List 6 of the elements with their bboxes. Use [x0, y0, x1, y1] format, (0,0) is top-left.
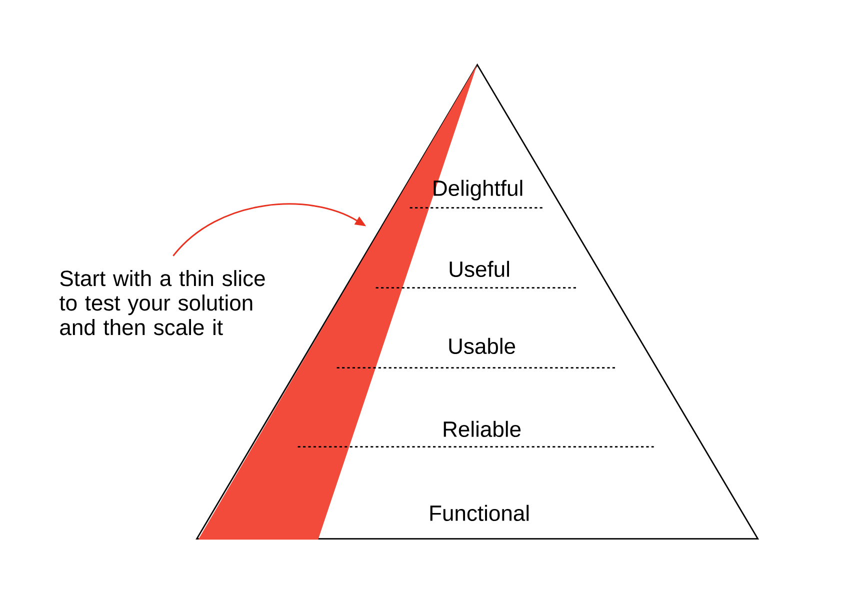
level-label: Delightful: [434, 180, 522, 200]
level-label: Useful: [450, 260, 509, 278]
annotation-text: Start with a thin slice to test your solution and then scale it: [60, 270, 265, 336]
level-label: Reliable: [444, 420, 521, 438]
level-label: Functional: [430, 504, 529, 522]
level-label: Usable: [449, 338, 516, 354]
